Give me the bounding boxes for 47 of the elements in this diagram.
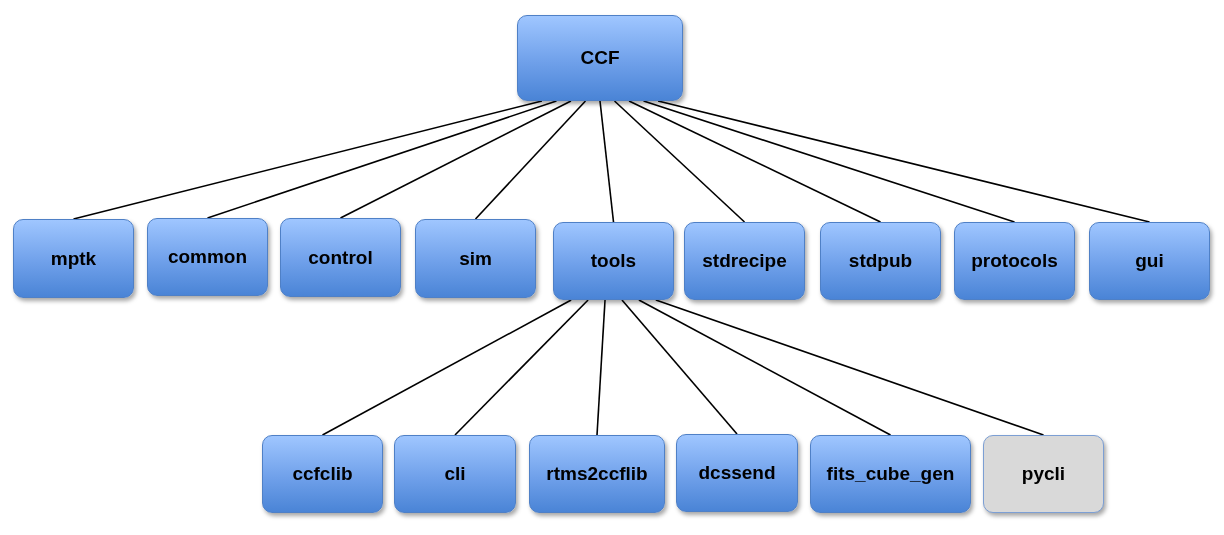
connector-line bbox=[72, 100, 543, 220]
connector-line bbox=[474, 100, 587, 220]
module-name: common bbox=[167, 246, 248, 268]
module-name: stdrecipe bbox=[702, 250, 787, 272]
module-name: pycli bbox=[1021, 463, 1066, 485]
connector-line bbox=[339, 100, 572, 219]
connector-line bbox=[642, 100, 1016, 223]
module-box bbox=[147, 218, 268, 296]
connector-line bbox=[655, 299, 1045, 436]
module-box bbox=[820, 222, 941, 300]
module-box bbox=[810, 435, 971, 513]
module-box bbox=[280, 218, 401, 297]
module-name: mptk bbox=[50, 247, 97, 270]
module-name: stdpub bbox=[848, 250, 913, 272]
connector-line bbox=[638, 299, 892, 436]
module-name: cli bbox=[444, 463, 466, 485]
connector-line bbox=[628, 100, 882, 223]
module-name: tools bbox=[590, 250, 637, 272]
module-box bbox=[684, 222, 805, 300]
module-box bbox=[983, 435, 1104, 513]
module-box bbox=[13, 219, 134, 298]
connector-line bbox=[599, 100, 615, 223]
module-box bbox=[517, 15, 683, 101]
module-box bbox=[553, 222, 674, 300]
module-name: sim bbox=[459, 247, 492, 270]
module-name: CCF bbox=[580, 47, 620, 69]
module-name: protocols bbox=[971, 250, 1058, 272]
module-box bbox=[529, 435, 665, 513]
module-name: gui bbox=[1135, 250, 1164, 272]
module-name: dcssend bbox=[698, 462, 776, 484]
module-name: fits_cube_gen bbox=[826, 463, 955, 485]
connector-line bbox=[613, 100, 746, 223]
module-name: ccfclib bbox=[292, 463, 353, 485]
module-box bbox=[954, 222, 1075, 300]
connector-line bbox=[657, 100, 1151, 223]
module-box bbox=[1089, 222, 1210, 300]
connector-line bbox=[621, 299, 738, 435]
module-name: rtms2ccflib bbox=[546, 463, 648, 485]
module-box bbox=[676, 434, 798, 512]
connector-line bbox=[206, 100, 558, 219]
connector-line bbox=[454, 299, 589, 436]
module-box bbox=[415, 219, 536, 298]
module-box bbox=[394, 435, 516, 513]
connector-line bbox=[596, 299, 606, 436]
module-box bbox=[262, 435, 383, 513]
module-name: control bbox=[308, 246, 373, 269]
connector-line bbox=[321, 299, 572, 436]
